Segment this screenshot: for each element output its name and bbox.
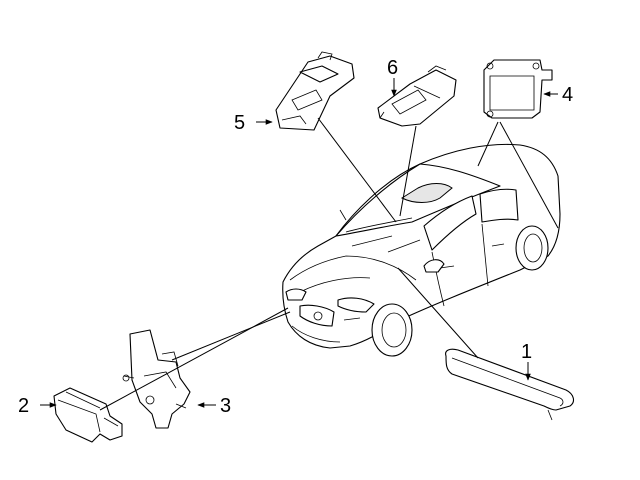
part-6-sensor-module xyxy=(377,65,457,127)
callout-arrows xyxy=(40,78,558,408)
leader-lines xyxy=(99,117,559,411)
part-2-radar-module xyxy=(53,387,123,443)
callout-6: 6 xyxy=(387,57,398,79)
part-5-sensor-bracket xyxy=(275,51,355,131)
callout-3: 3 xyxy=(220,395,231,417)
car-illustration xyxy=(282,143,561,357)
part-1-trim-panel xyxy=(445,348,575,421)
part-4-control-module xyxy=(483,59,553,119)
callout-5: 5 xyxy=(234,112,245,134)
callout-2: 2 xyxy=(18,395,29,417)
callout-1: 1 xyxy=(521,341,532,363)
part-3-mounting-bracket xyxy=(122,329,191,429)
callout-4: 4 xyxy=(562,84,573,106)
